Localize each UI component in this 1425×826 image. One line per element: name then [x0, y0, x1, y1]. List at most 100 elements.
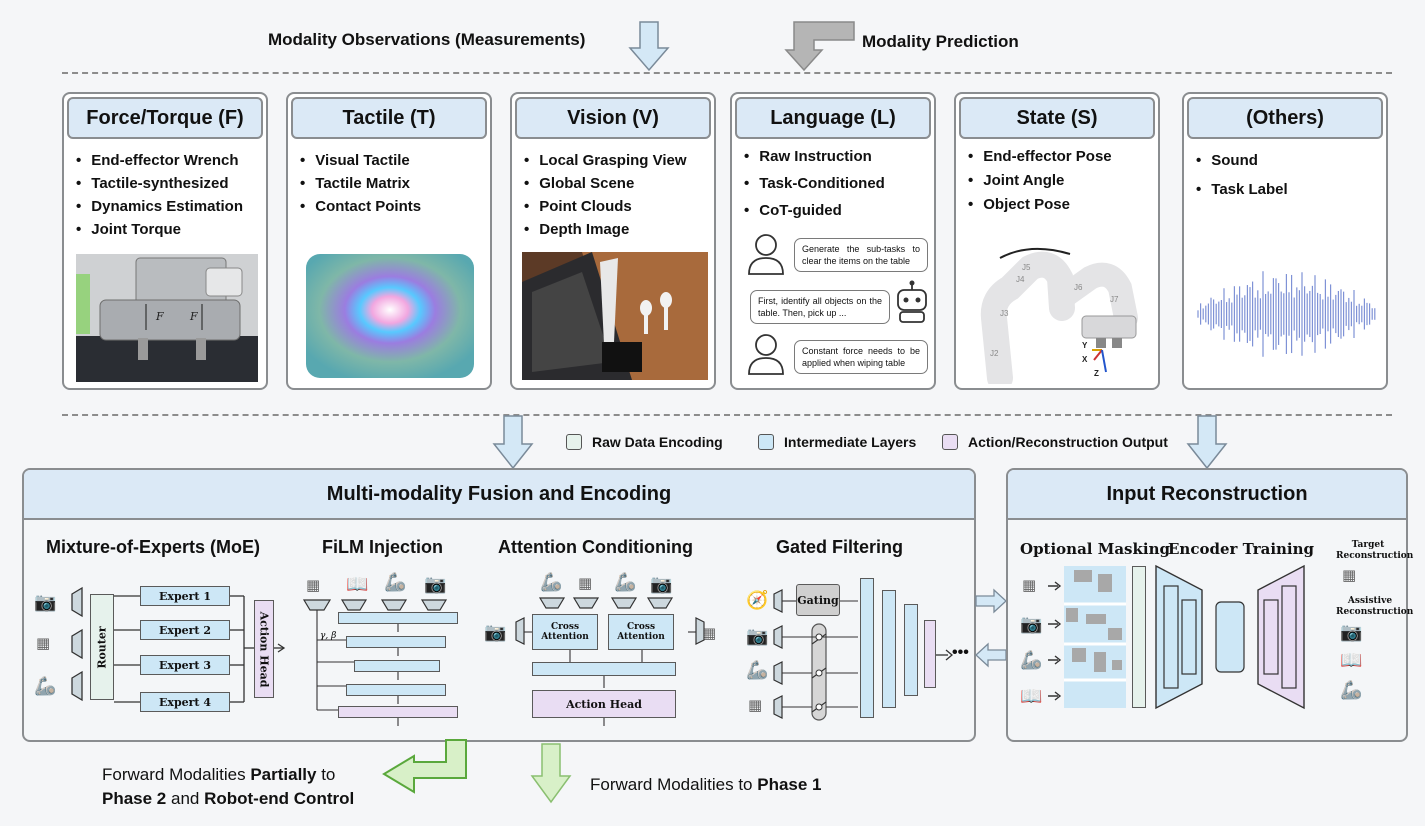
ellipsis: ••• — [952, 644, 969, 661]
joint-label: J4 — [1016, 275, 1025, 284]
card-items: Local Grasping View Global Scene Point C… — [524, 152, 687, 244]
joint-arm-icon: 🦾 — [1020, 650, 1043, 670]
bottom-left-mid: to — [316, 765, 336, 784]
film-layer — [346, 636, 446, 648]
camera-icon: 📷 — [484, 622, 507, 642]
legend-intermediate: Intermediate Layers — [758, 434, 916, 450]
top-divider — [62, 72, 1392, 74]
force-label: F — [189, 310, 198, 323]
list-item: CoT-guided — [744, 202, 885, 219]
robot-arm-image: J5 J4 J3 J2 J6 J7 Y X Z — [980, 247, 1138, 384]
bottom-left-and: and — [166, 789, 205, 808]
moe-connections — [71, 586, 286, 703]
list-item: Tactile-synthesized — [76, 175, 243, 192]
list-item: Point Clouds — [524, 198, 687, 215]
card-title: Force/Torque (F) — [67, 97, 263, 139]
list-item: End-effector Wrench — [76, 152, 243, 169]
film-gamma-beta: γ, β — [320, 631, 336, 641]
bottom-right-prefix: Forward Modalities to — [590, 775, 758, 794]
prediction-bent-arrow — [784, 21, 855, 72]
legend-swatch-raw — [566, 434, 582, 450]
legend-output: Action/Reconstruction Output — [942, 434, 1168, 450]
expert-box: Expert 4 — [140, 692, 230, 712]
list-item: Object Pose — [968, 196, 1112, 213]
list-item: Contact Points — [300, 198, 421, 215]
assistive-label: Assistive Reconstruction — [1336, 596, 1414, 617]
joint-arm-icon: 🦾 — [746, 660, 769, 680]
gauge-icon: 🧭 — [746, 590, 769, 610]
gating-box: Gating — [796, 584, 840, 616]
reconstruction-down-arrow — [1186, 415, 1228, 470]
card-items: End-effector Wrench Tactile-synthesized … — [76, 152, 243, 244]
tactile-image — [306, 254, 474, 378]
joint-arm-icon: 🦾 — [540, 572, 563, 592]
list-item: Sound — [1196, 152, 1288, 169]
bottom-left-bold3: Robot-end Control — [204, 789, 355, 808]
phase2-text-line2: Phase 2 and Robot-end Control — [102, 789, 354, 809]
chat-bubble-robot: First, identify all objects on the table… — [750, 290, 890, 324]
moe-title: Mixture-of-Experts (MoE) — [46, 537, 261, 557]
sound-waveform — [1197, 271, 1376, 357]
autoencoder — [1155, 564, 1305, 710]
joint-arm-icon: 🦾 — [1340, 680, 1363, 700]
middle-divider — [62, 414, 1392, 416]
masking-arrows — [1048, 581, 1062, 701]
camera-icon: 📷 — [1340, 622, 1363, 642]
card-title: State (S) — [959, 97, 1155, 139]
force-sensor-image: F F — [76, 254, 258, 382]
list-item: Global Scene — [524, 175, 687, 192]
card-items: Raw Instruction Task-Conditioned CoT-gui… — [744, 148, 885, 225]
joint-label: J3 — [1000, 309, 1009, 318]
user-icon — [748, 334, 784, 375]
fusion-down-arrow — [492, 415, 534, 470]
list-item: Raw Instruction — [744, 148, 885, 165]
tactile-matrix-icon: ▦ — [748, 697, 763, 714]
encoder-title: Encoder Training — [1168, 540, 1315, 558]
card-tactile: Tactile (T) Visual Tactile Tactile Matri… — [286, 92, 492, 390]
reconstruction-title: Input Reconstruction — [1008, 470, 1406, 520]
attention-layer — [532, 662, 676, 676]
to-reconstruction-arrow — [975, 588, 1007, 614]
expert-box: Expert 3 — [140, 655, 230, 675]
card-title: Language (L) — [735, 97, 931, 139]
gated-output — [924, 620, 936, 688]
legend-raw: Raw Data Encoding — [566, 434, 723, 450]
chat-bubble-user: Constant force needs to be applied when … — [794, 340, 928, 374]
gated-flow — [773, 589, 858, 721]
camera-icon: 📷 — [746, 626, 769, 646]
user-icon — [748, 234, 784, 275]
legend-label: Action/Reconstruction Output — [968, 434, 1168, 450]
list-item: Task Label — [1196, 181, 1287, 198]
list-item: Tactile Matrix — [300, 175, 421, 192]
phase2-text-line1: Forward Modalities Partially to — [102, 765, 335, 785]
prediction-label: Modality Prediction — [862, 32, 1019, 51]
camera-icon: 📷 — [1020, 614, 1043, 634]
bottom-right-bold: Phase 1 — [757, 775, 822, 794]
book-icon: 📖 — [1340, 650, 1363, 670]
robot-icon — [897, 280, 927, 323]
force-label: F — [155, 310, 164, 323]
phase2-bent-arrow — [382, 739, 467, 794]
bottom-left-bold1: Partially — [250, 765, 317, 784]
recon-input-layer — [1132, 566, 1146, 708]
film-layer — [354, 660, 440, 672]
film-flow: γ, β — [302, 599, 448, 726]
joint-label: J6 — [1074, 283, 1083, 292]
list-item: Joint Torque — [76, 221, 243, 238]
card-vision: Vision (V) Local Grasping View Global Sc… — [510, 92, 716, 390]
attention-title: Attention Conditioning — [498, 537, 693, 557]
phase1-down-arrow — [530, 743, 572, 804]
tactile-matrix-icon: ▦ — [1342, 567, 1357, 584]
list-item: Local Grasping View — [524, 152, 686, 169]
gated-layer — [860, 578, 874, 718]
card-title: Vision (V) — [515, 97, 711, 139]
action-head-label: Action Head — [257, 611, 271, 687]
card-others: (Others) Sound Task Label — [1182, 92, 1388, 390]
axis-label: X — [1082, 355, 1088, 364]
expert-box: Expert 2 — [140, 620, 230, 640]
cross-attention-box: Cross Attention — [608, 614, 674, 650]
bottom-left-bold2: Phase 2 — [102, 789, 167, 808]
list-item: Dynamics Estimation — [76, 198, 243, 215]
card-language: Language (L) Raw Instruction Task-Condit… — [730, 92, 936, 390]
film-layer — [346, 684, 446, 696]
